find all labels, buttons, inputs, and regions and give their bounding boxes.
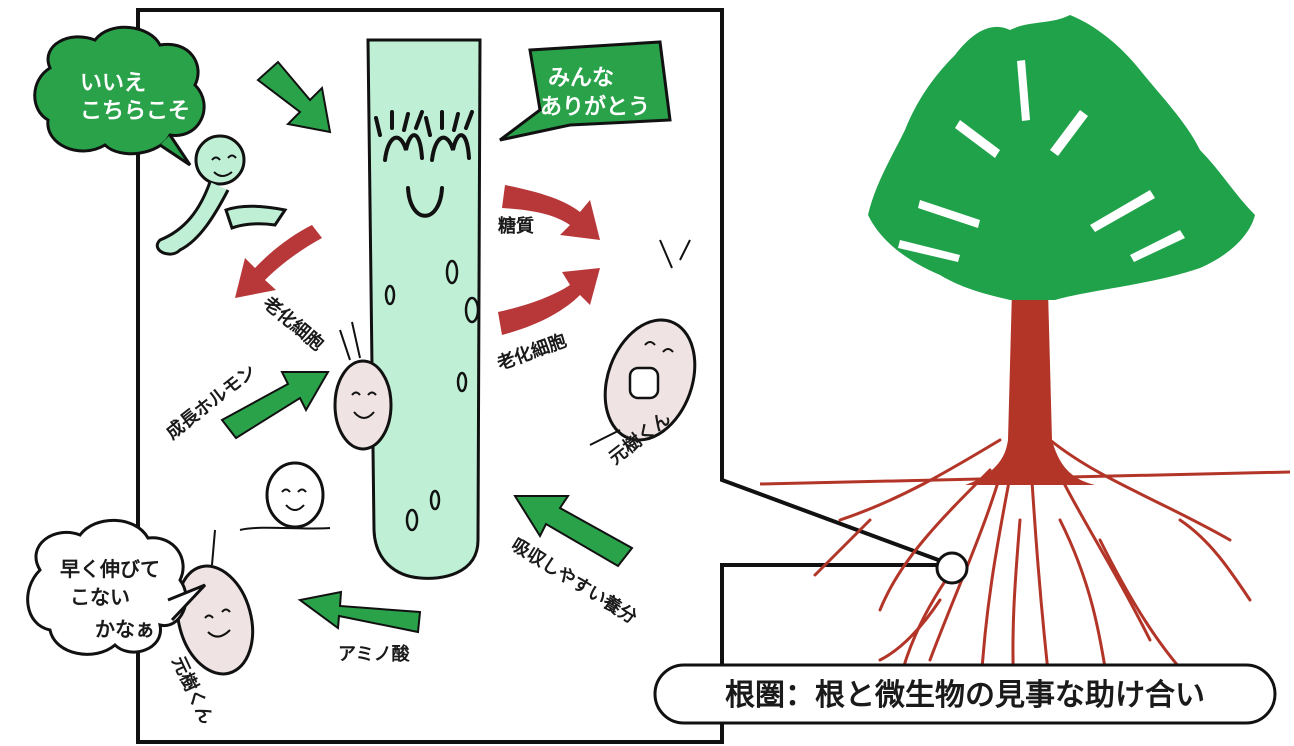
label-aging-cells-right: 老化細胞 [494, 329, 569, 374]
tree-icon [759, 15, 1291, 712]
speech-top-left-line2: こちらこそ [80, 99, 190, 124]
inset-frame [136, 8, 953, 744]
label-aging-cells-left: 老化細胞 [259, 292, 328, 355]
speech-bottom-left-line1: 早く伸びて [60, 557, 160, 581]
arrow-icon [220, 60, 634, 634]
caption-box [653, 663, 1277, 725]
root-face-icon [366, 38, 482, 580]
magnifier-circle-icon [935, 551, 969, 585]
speech-bottom-left-line2: こない [70, 585, 130, 609]
speech-top-right-line1: みんな [548, 66, 614, 91]
label-sugar: 糖質 [498, 215, 534, 237]
microbe-icon [156, 134, 697, 676]
speech-top-left-line1: いいえ [80, 71, 146, 96]
label-amino-acid: アミノ酸 [338, 643, 411, 665]
speech-top-right-line2: ありがとう [540, 94, 650, 120]
speech-bubble-icon [26, 25, 672, 656]
caption-text: 根圏：根と微生物の見事な助け合い [725, 678, 1205, 713]
speech-bottom-left-line3: かなぁ [95, 617, 155, 641]
